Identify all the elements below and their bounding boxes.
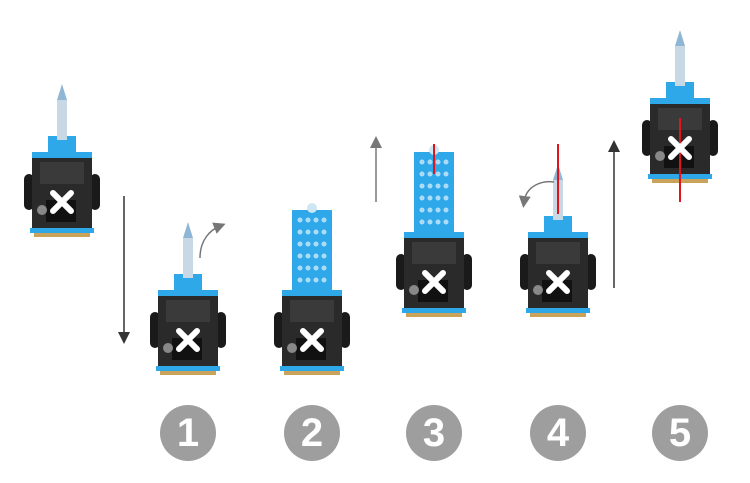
robot-step-3 — [396, 144, 472, 317]
step-badge-4: 4 — [530, 405, 586, 461]
step-badge-1: 1 — [160, 405, 216, 461]
arrow-rotate-4 — [518, 180, 555, 208]
robot-start — [24, 84, 100, 237]
robot-step-2 — [274, 203, 350, 375]
robot-step-1 — [150, 222, 226, 375]
step-badge-5: 5 — [652, 405, 708, 461]
arrow-rotate-1 — [199, 222, 226, 259]
robot-step-4 — [520, 144, 596, 317]
step-badge-2: 2 — [284, 405, 340, 461]
robot-step-5 — [642, 30, 718, 202]
step-badge-3: 3 — [406, 405, 462, 461]
